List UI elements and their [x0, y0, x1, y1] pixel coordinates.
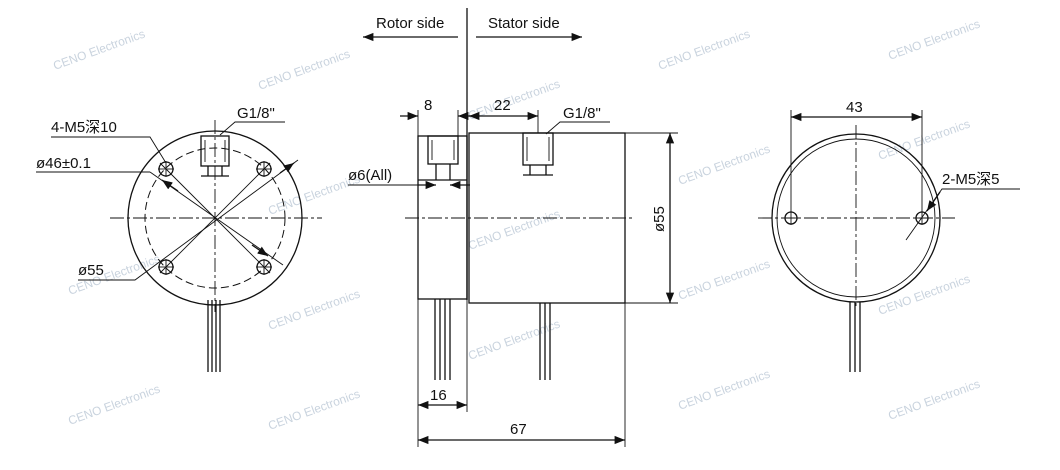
rear-mount-holes-label: 2-M5深5	[942, 171, 1000, 188]
rotor-port	[418, 135, 467, 181]
stator-side-label: Stator side	[488, 15, 560, 32]
watermark-layer: CENO Electronics CENO Electronics CENO E…	[51, 17, 982, 433]
bolt-hole	[158, 259, 174, 275]
rotor-wires	[434, 299, 451, 380]
watermark: CENO Electronics	[676, 142, 772, 188]
watermark: CENO Electronics	[51, 27, 147, 73]
bolt-hole	[256, 161, 272, 177]
stator-port	[522, 132, 554, 176]
watermark: CENO Electronics	[676, 257, 772, 303]
front-view: G1/8" 4-M5深10 ø46±0.1 ø55	[36, 105, 322, 372]
rotor-length-dim: 16	[430, 387, 447, 404]
watermark: CENO Electronics	[876, 117, 972, 163]
stator-wires	[539, 303, 551, 380]
bolt-circle-label: ø46±0.1	[36, 155, 91, 172]
front-port-thread-label: G1/8"	[237, 105, 275, 122]
port-fitting	[200, 135, 230, 177]
hole-spacing-dim: 43	[846, 99, 863, 116]
watermark: CENO Electronics	[266, 387, 362, 433]
watermark: CENO Electronics	[256, 47, 352, 93]
bolt-hole	[256, 259, 272, 275]
watermark: CENO Electronics	[656, 27, 752, 73]
body-diameter-dim: ø55	[651, 206, 668, 232]
rear-wires	[849, 302, 861, 372]
rear-hole	[784, 211, 798, 225]
watermark: CENO Electronics	[466, 317, 562, 363]
total-length-dim: 67	[510, 421, 527, 438]
watermark: CENO Electronics	[886, 17, 982, 63]
watermark: CENO Electronics	[676, 367, 772, 413]
lead-wires	[207, 300, 221, 372]
outer-diameter-label: ø55	[78, 262, 104, 279]
rotor-width-dim: 8	[424, 97, 432, 114]
watermark: CENO Electronics	[886, 377, 982, 423]
side-view: 8 22 G1/8" ø6(All) ø55 16 67	[348, 97, 678, 447]
rotor-body	[417, 135, 468, 300]
watermark: CENO Electronics	[466, 207, 562, 253]
watermark: CENO Electronics	[266, 287, 362, 333]
rotor-side-label: Rotor side	[376, 15, 444, 32]
watermark: CENO Electronics	[66, 382, 162, 428]
mount-holes-label: 4-M5深10	[51, 119, 117, 136]
bore-label: ø6(All)	[348, 167, 392, 184]
bolt-hole	[158, 161, 174, 177]
rear-view: 43 2-M5深5	[758, 99, 1020, 372]
side-port-thread-label: G1/8"	[563, 105, 601, 122]
port-offset-dim: 22	[494, 97, 511, 114]
